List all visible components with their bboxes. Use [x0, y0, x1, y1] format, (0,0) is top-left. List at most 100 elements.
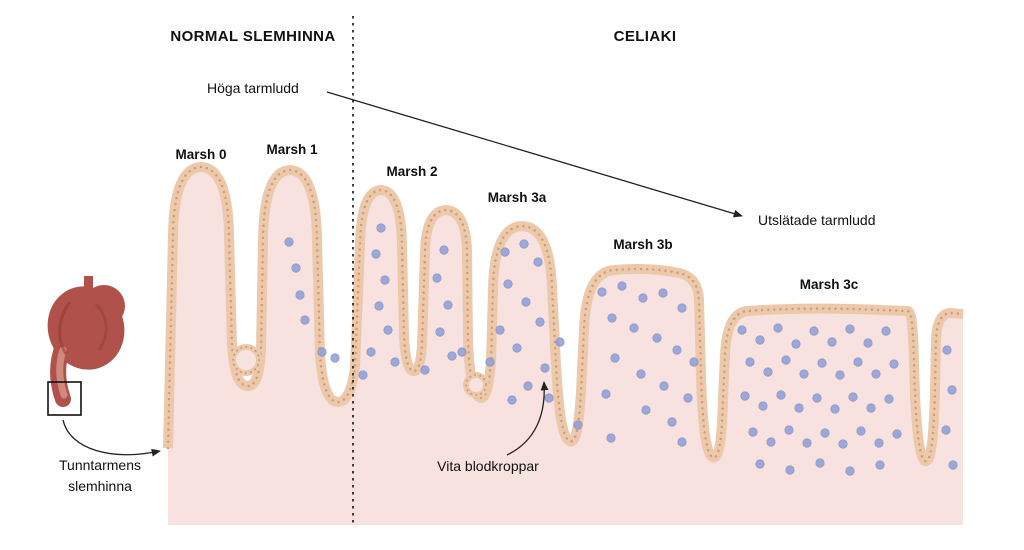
label-marsh-0: Marsh 0: [175, 147, 227, 162]
white-blood-cell: [802, 438, 812, 448]
white-blood-cell: [884, 394, 894, 404]
white-blood-cell-pointer-arrow: [506, 381, 549, 456]
white-blood-cell: [941, 425, 951, 435]
white-blood-cell: [848, 392, 858, 402]
white-blood-cell: [947, 385, 957, 395]
white-blood-cell: [638, 293, 648, 303]
label-tall-villi: Höga tarmludd: [207, 80, 299, 96]
white-blood-cells-layer: [284, 223, 958, 476]
white-blood-cell: [507, 395, 517, 405]
white-blood-cell: [606, 433, 616, 443]
white-blood-cell: [812, 393, 822, 403]
label-marsh-1: Marsh 1: [266, 142, 318, 157]
white-blood-cell: [443, 300, 453, 310]
white-blood-cell: [447, 351, 457, 361]
white-blood-cell: [763, 367, 773, 377]
label-white-blood-cells: Vita blodkroppar: [437, 458, 539, 474]
section-title-celiac: CELIAKI: [613, 28, 677, 45]
white-blood-cell: [791, 339, 801, 349]
white-blood-cell: [863, 338, 873, 348]
white-blood-cell: [317, 347, 327, 357]
white-blood-cell: [815, 458, 825, 468]
white-blood-cell: [617, 281, 627, 291]
white-blood-cell: [374, 301, 384, 311]
label-small-intestine-mucosa-line1: Tunntarmens: [59, 457, 141, 473]
white-blood-cell: [607, 313, 617, 323]
white-blood-cell: [755, 459, 765, 469]
white-blood-cell: [439, 245, 449, 255]
stomach-illustration: [47, 276, 125, 416]
white-blood-cell: [380, 275, 390, 285]
white-blood-cell: [881, 326, 891, 336]
white-blood-cell: [773, 323, 783, 333]
white-blood-cell: [776, 390, 786, 400]
white-blood-cell: [519, 239, 529, 249]
white-blood-cell: [838, 439, 848, 449]
white-blood-cell: [376, 223, 386, 233]
label-marsh-3c: Marsh 3c: [799, 277, 859, 292]
duodenum-highlight: [56, 346, 68, 399]
white-blood-cell: [555, 337, 565, 347]
white-blood-cell: [845, 466, 855, 476]
white-blood-cell: [745, 357, 755, 367]
white-blood-cell: [420, 365, 430, 375]
white-blood-cell: [755, 335, 765, 345]
white-blood-cell: [799, 369, 809, 379]
stomach-to-mucosa-arrow: [62, 419, 161, 457]
label-marsh-3b: Marsh 3b: [613, 237, 673, 252]
white-blood-cell: [371, 249, 381, 259]
white-blood-cell: [597, 287, 607, 297]
label-flattened-villi: Utslätade tarmludd: [758, 212, 876, 228]
white-blood-cell: [766, 437, 776, 447]
white-blood-cell: [874, 438, 884, 448]
white-blood-cell: [540, 363, 550, 373]
white-blood-cell: [892, 429, 902, 439]
white-blood-cell: [784, 425, 794, 435]
white-blood-cell: [330, 353, 340, 363]
white-blood-cell: [835, 370, 845, 380]
white-blood-cell: [830, 404, 840, 414]
white-blood-cell: [740, 391, 750, 401]
label-marsh-2: Marsh 2: [386, 164, 438, 179]
white-blood-cell: [889, 359, 899, 369]
white-blood-cell: [871, 369, 881, 379]
white-blood-cell: [856, 426, 866, 436]
white-blood-cell: [689, 357, 699, 367]
white-blood-cell: [300, 315, 310, 325]
white-blood-cell: [785, 465, 795, 475]
white-blood-cell: [794, 403, 804, 413]
white-blood-cell: [948, 460, 958, 470]
white-blood-cell: [533, 257, 543, 267]
label-small-intestine-mucosa: Tunntarmens slemhinna: [59, 455, 141, 497]
white-blood-cell: [683, 393, 693, 403]
white-blood-cell: [641, 405, 651, 415]
white-blood-cell: [495, 325, 505, 335]
label-marsh-3a: Marsh 3a: [487, 190, 547, 205]
white-blood-cell: [544, 393, 554, 403]
white-blood-cell: [573, 420, 583, 430]
white-blood-cell: [677, 303, 687, 313]
white-blood-cell: [672, 345, 682, 355]
white-blood-cell: [432, 273, 442, 283]
stomach-shading-2: [94, 302, 108, 351]
white-blood-cell: [523, 381, 533, 391]
white-blood-cell: [845, 324, 855, 334]
white-blood-cell: [827, 337, 837, 347]
white-blood-cell: [500, 247, 510, 257]
white-blood-cell: [659, 381, 669, 391]
white-blood-cell: [512, 343, 522, 353]
white-blood-cell: [390, 357, 400, 367]
tall-to-flattened-arrow: [326, 91, 743, 218]
white-blood-cell: [636, 369, 646, 379]
section-title-normal: NORMAL SLEMHINNA: [170, 28, 336, 45]
mucosa-fill: [168, 167, 963, 525]
white-blood-cell: [435, 327, 445, 337]
white-blood-cell: [652, 333, 662, 343]
white-blood-cell: [875, 460, 885, 470]
epithelium-stipple: [166, 165, 965, 463]
white-blood-cell: [658, 288, 668, 298]
white-blood-cell: [610, 353, 620, 363]
mucosal-fold-small-1: [230, 344, 262, 376]
white-blood-cell: [677, 437, 687, 447]
